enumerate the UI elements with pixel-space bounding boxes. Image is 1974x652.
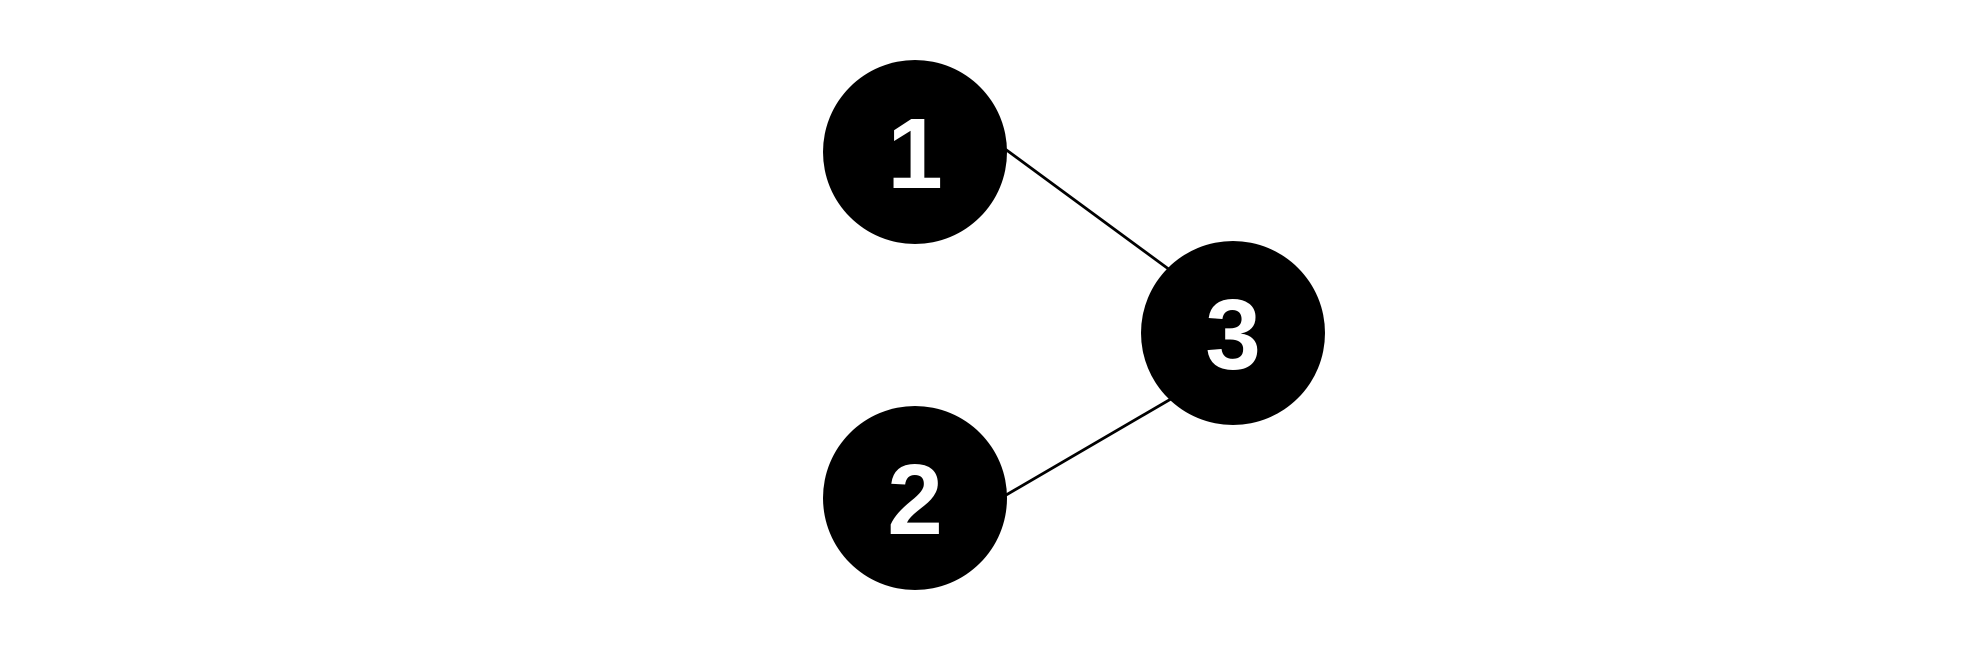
graph-node-2: 2 bbox=[823, 406, 1007, 590]
graph-edge-1-3 bbox=[1000, 144, 1175, 275]
graph-node-1: 1 bbox=[823, 60, 1007, 244]
node-circle-2 bbox=[823, 406, 1007, 590]
node-circle-1 bbox=[823, 60, 1007, 244]
graph-node-3: 3 bbox=[1141, 241, 1325, 425]
node-circle-3 bbox=[1141, 241, 1325, 425]
graph-edge-2-3 bbox=[1000, 394, 1177, 500]
